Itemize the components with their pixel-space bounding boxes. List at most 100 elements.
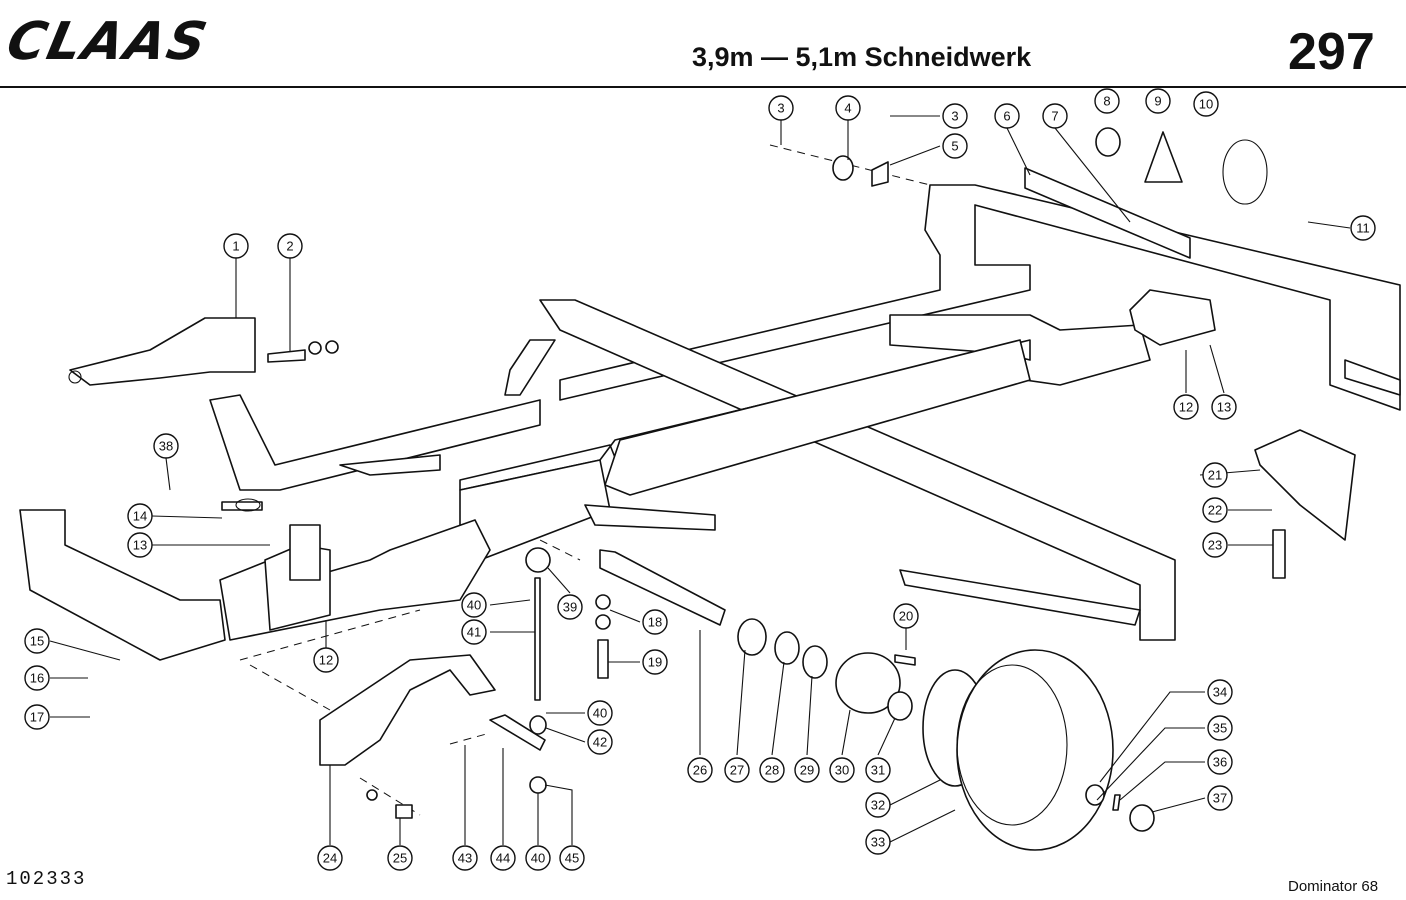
svg-text:11: 11	[1356, 221, 1370, 236]
callout-19: 19	[642, 649, 668, 675]
callout-15: 15	[24, 628, 50, 654]
svg-text:23: 23	[1208, 538, 1222, 553]
svg-text:37: 37	[1213, 791, 1227, 806]
callout-30: 30	[829, 757, 855, 783]
callout-26: 26	[687, 757, 713, 783]
callout-23: 23	[1202, 532, 1228, 558]
svg-text:17: 17	[30, 710, 44, 725]
callout-3b: 3	[942, 103, 968, 129]
callout-13a: 13	[1211, 394, 1237, 420]
svg-text:36: 36	[1213, 755, 1227, 770]
fender-and-brackets	[319, 547, 611, 819]
leader-lines	[49, 115, 1351, 845]
svg-text:24: 24	[323, 851, 337, 866]
svg-text:12: 12	[319, 653, 333, 668]
svg-text:13: 13	[133, 538, 147, 553]
callout-28: 28	[759, 757, 785, 783]
svg-text:19: 19	[648, 655, 662, 670]
svg-text:3: 3	[777, 101, 784, 116]
callout-9: 9	[1145, 88, 1171, 114]
svg-text:26: 26	[693, 763, 707, 778]
callout-2: 2	[277, 233, 303, 259]
callout-31: 31	[865, 757, 891, 783]
callout-40c: 40	[587, 700, 613, 726]
callout-34: 34	[1207, 679, 1233, 705]
callout-35: 35	[1207, 715, 1233, 741]
callout-group: 1 2 3 3 4 5 6 7 8 9 10 11 12 13 38 14 13…	[24, 88, 1376, 871]
callout-1: 1	[223, 233, 249, 259]
callout-6: 6	[994, 103, 1020, 129]
header-divider	[0, 86, 1406, 88]
svg-text:30: 30	[835, 763, 849, 778]
callout-24: 24	[317, 845, 343, 871]
svg-text:9: 9	[1154, 94, 1161, 109]
svg-text:3: 3	[951, 109, 958, 124]
callout-3a: 3	[768, 95, 794, 121]
callout-38: 38	[153, 433, 179, 459]
callout-7: 7	[1042, 103, 1068, 129]
top-accessories	[832, 127, 1401, 579]
callout-21: 21	[1202, 462, 1228, 488]
svg-text:16: 16	[30, 671, 44, 686]
callout-39: 39	[557, 594, 583, 620]
callout-12a: 12	[1173, 394, 1199, 420]
svg-text:25: 25	[393, 851, 407, 866]
callout-18: 18	[642, 609, 668, 635]
svg-text:40: 40	[467, 598, 481, 613]
svg-text:31: 31	[871, 763, 885, 778]
svg-text:18: 18	[648, 615, 662, 630]
callout-5: 5	[942, 133, 968, 159]
callout-29: 29	[794, 757, 820, 783]
page-number: 297	[1288, 23, 1375, 81]
machine-model: Dominator 68	[1288, 878, 1379, 895]
svg-text:13: 13	[1217, 400, 1231, 415]
svg-text:7: 7	[1051, 109, 1058, 124]
svg-text:42: 42	[593, 735, 607, 750]
callout-11: 11	[1350, 215, 1376, 241]
svg-text:22: 22	[1208, 503, 1222, 518]
svg-text:39: 39	[563, 600, 577, 615]
callout-36: 36	[1207, 749, 1233, 775]
callout-37: 37	[1207, 785, 1233, 811]
svg-text:12: 12	[1179, 400, 1193, 415]
svg-text:15: 15	[30, 634, 44, 649]
callout-8: 8	[1094, 88, 1120, 114]
svg-text:8: 8	[1103, 94, 1110, 109]
svg-text:5: 5	[951, 139, 958, 154]
callout-44: 44	[490, 845, 516, 871]
callout-16: 16	[24, 665, 50, 691]
page-title: 3,9m — 5,1m Schneidwerk	[692, 42, 1032, 72]
svg-text:2: 2	[286, 239, 293, 254]
svg-text:10: 10	[1199, 97, 1213, 112]
callout-43: 43	[452, 845, 478, 871]
callout-33: 33	[865, 829, 891, 855]
svg-text:35: 35	[1213, 721, 1227, 736]
svg-text:29: 29	[800, 763, 814, 778]
hitch-clevis	[68, 317, 339, 386]
svg-text:40: 40	[531, 851, 545, 866]
callout-40b: 40	[525, 845, 551, 871]
main-frame	[19, 184, 1401, 661]
svg-text:40: 40	[593, 706, 607, 721]
svg-text:20: 20	[899, 609, 913, 624]
callout-32: 32	[865, 792, 891, 818]
svg-text:14: 14	[133, 509, 147, 524]
callout-14: 14	[127, 503, 153, 529]
svg-text:43: 43	[458, 851, 472, 866]
callout-12b: 12	[313, 647, 339, 673]
callout-17: 17	[24, 704, 50, 730]
callout-45: 45	[559, 845, 585, 871]
svg-text:33: 33	[871, 835, 885, 850]
svg-text:44: 44	[496, 851, 510, 866]
svg-text:32: 32	[871, 798, 885, 813]
svg-text:38: 38	[159, 439, 173, 454]
callout-27: 27	[724, 757, 750, 783]
callout-40a: 40	[461, 592, 487, 618]
svg-text:4: 4	[844, 101, 851, 116]
svg-text:6: 6	[1003, 109, 1010, 124]
svg-text:41: 41	[467, 625, 481, 640]
callout-42: 42	[587, 729, 613, 755]
callout-10: 10	[1193, 91, 1219, 117]
